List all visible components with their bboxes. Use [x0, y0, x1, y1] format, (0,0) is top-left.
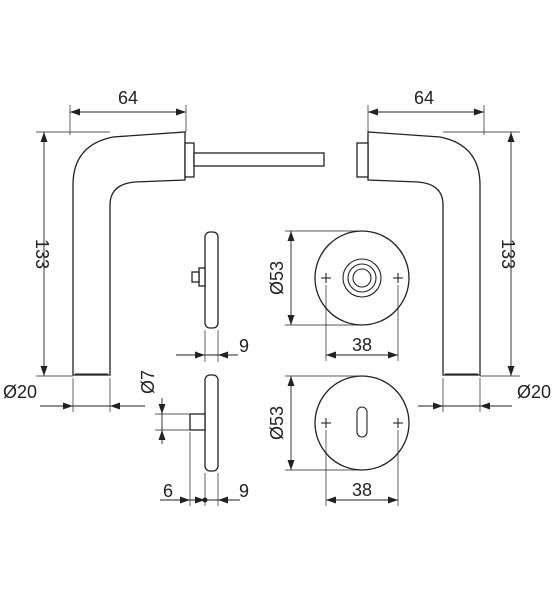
- pin-length-label: 6: [163, 481, 173, 501]
- rose-depth-upper-label: 9: [239, 336, 249, 356]
- dimension-handle-width-right: 64: [367, 88, 485, 135]
- rose-center-lower-label: 38: [352, 480, 372, 500]
- screw-mark-left: [321, 273, 331, 283]
- upper-rose-side-view: [191, 231, 219, 329]
- dimension-rose-center-lower: 38: [325, 430, 399, 506]
- dimension-handle-height-left: 133: [32, 131, 110, 377]
- rose-center-upper-label: 38: [352, 335, 372, 355]
- dimension-pin-length: 6: [160, 432, 212, 506]
- handle-height-left-label: 133: [32, 239, 52, 269]
- dimension-rose-depth-upper: 9: [176, 330, 249, 362]
- dimension-rose-diameter-upper: Ø53: [267, 230, 362, 326]
- screw-mark-left-lower: [321, 418, 331, 428]
- dimension-handle-height-right: 133: [443, 131, 520, 377]
- screw-mark-right-lower: [393, 418, 403, 428]
- dimension-rose-depth-lower: 9: [204, 473, 249, 506]
- handle-height-right-label: 133: [498, 239, 518, 269]
- keyhole: [356, 406, 368, 438]
- spindle: [193, 152, 325, 167]
- handle-width-right-label: 64: [414, 88, 434, 108]
- grip-diameter-right-label: Ø20: [517, 382, 551, 402]
- pin-diameter-label: Ø7: [138, 370, 158, 394]
- left-lever-handle: [72, 131, 195, 376]
- screw-mark-right: [393, 273, 403, 283]
- dimension-grip-diameter-right: Ø20: [418, 378, 551, 412]
- dimension-rose-diameter-lower: Ø53: [267, 375, 362, 471]
- rose-diameter-lower-label: Ø53: [267, 406, 287, 440]
- right-lever-handle: [356, 131, 481, 376]
- grip-diameter-left-label: Ø20: [3, 382, 37, 402]
- dimension-pin-diameter: Ø7: [138, 370, 190, 444]
- lower-rose-front-view: [314, 375, 410, 471]
- dimension-rose-center-upper: 38: [325, 285, 399, 361]
- upper-rose-front-view: [314, 230, 410, 326]
- lower-rose-side-view: [189, 374, 219, 472]
- rose-diameter-upper-label: Ø53: [267, 261, 287, 295]
- rose-depth-lower-label: 9: [239, 481, 249, 501]
- dimension-handle-width-left: 64: [69, 88, 187, 135]
- handle-width-left-label: 64: [118, 88, 138, 108]
- dimension-grip-diameter-left: Ø20: [3, 378, 145, 412]
